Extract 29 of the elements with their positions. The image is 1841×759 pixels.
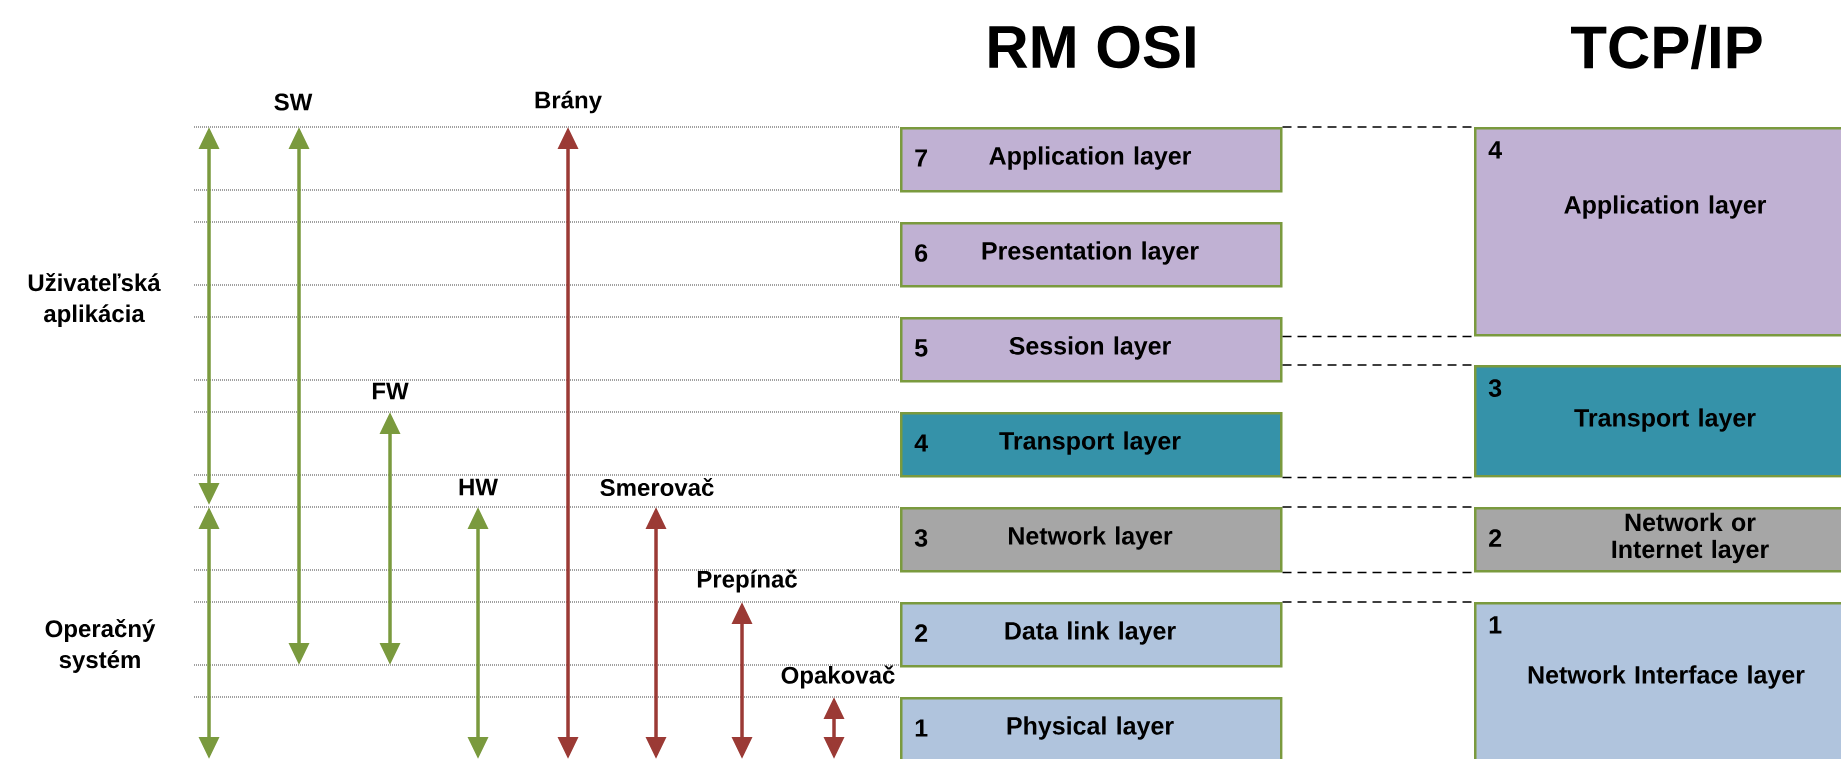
heading: RM OSI: [989, 25, 1195, 69]
dashed-line: [1281, 571, 1475, 574]
arrow-label: SW: [274, 93, 313, 111]
arrow-label: Brány: [535, 90, 602, 114]
layer-box: 5 Session layer: [900, 317, 1283, 383]
group-label: Operačný systém: [45, 619, 156, 673]
layer-box: 6 Presentation layer: [900, 222, 1283, 288]
dashed-line: [1281, 335, 1475, 338]
layer-box: 4 Transport layer: [900, 412, 1283, 478]
dashed-line: [1281, 506, 1475, 508]
dashed-line: [1281, 364, 1475, 366]
layer-box: 1 Physical layer: [900, 697, 1283, 759]
arrow-label: Smerovač: [600, 477, 714, 497]
dashed-line: [1281, 126, 1475, 128]
dashed-line: [1281, 476, 1475, 479]
heading: TCP/IP: [1571, 24, 1762, 70]
arrow-label: FW: [372, 382, 409, 400]
layer-box: 3 Network layer: [900, 507, 1283, 573]
arrow-label: HW: [459, 478, 498, 496]
group-label: Uživateľská aplikácia: [28, 273, 161, 327]
arrow-label: Opakovač: [781, 665, 895, 689]
layer-box: 7 Application layer: [900, 127, 1283, 193]
layer-box: 3 Transport layer: [1474, 365, 1841, 478]
layer-box: 1 Network Interface layer: [1474, 602, 1841, 759]
layer-box: 2 Network or Internet layer: [1474, 507, 1841, 573]
layer-box: 2 Data link layer: [900, 602, 1283, 668]
arrow-label: Prepínač: [697, 569, 797, 593]
dashed-line: [1281, 601, 1475, 603]
layer-box: 4 Application layer: [1474, 127, 1841, 337]
